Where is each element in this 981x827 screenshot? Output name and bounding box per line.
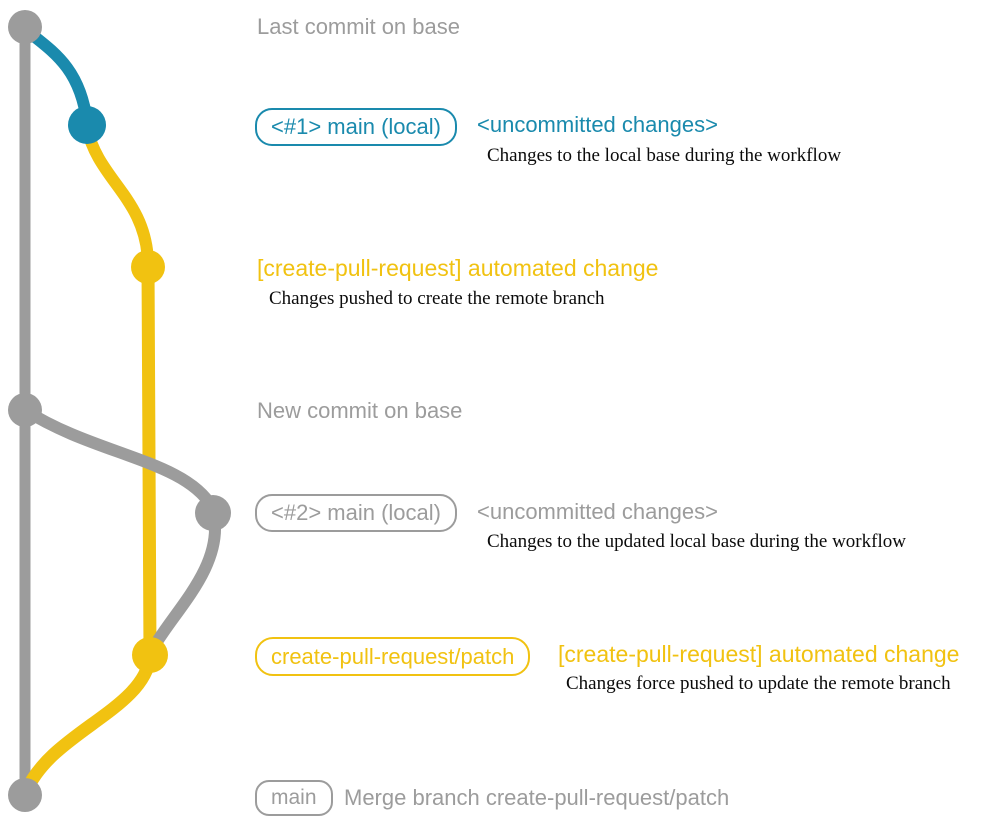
note-local-base-changes: Changes to the local base during the wor… [487, 145, 842, 166]
commit-dot-last-base [8, 10, 42, 44]
branch-badge-main-local-1: <#1> main (local) [255, 108, 457, 146]
patch-branch-edge-2 [19, 650, 157, 799]
commit-dot-main-local-2 [195, 495, 231, 531]
commit-message-automated-1: [create-pull-request] automated change [257, 255, 659, 281]
git-graph [8, 10, 231, 812]
commit-message-automated-2: [create-pull-request] automated change [558, 641, 960, 667]
note-force-pushed-update-remote: Changes force pushed to update the remot… [566, 673, 951, 694]
teal-branch-edge [19, 23, 93, 128]
status-uncommitted-changes-2: <uncommitted changes> [477, 499, 718, 524]
status-uncommitted-changes-1: <uncommitted changes> [477, 112, 718, 137]
patch-branch-edge-1 [81, 122, 154, 268]
base-rebase-edge [19, 404, 218, 513]
branch-badge-main: main [255, 780, 333, 816]
note-updated-local-base-changes: Changes to the updated local base during… [487, 531, 906, 552]
commit-dot-automated-2 [132, 637, 168, 673]
base-to-patch-edge [146, 510, 222, 656]
label-last-commit-on-base: Last commit on base [257, 14, 460, 39]
branch-badge-main-local-2: <#2> main (local) [255, 494, 457, 532]
commit-dot-main-local-1 [68, 106, 106, 144]
commit-dot-automated-1 [131, 250, 165, 284]
commit-dot-new-base [8, 393, 42, 427]
branch-badge-create-pull-request-patch: create-pull-request/patch [255, 637, 531, 676]
label-merge-branch: Merge branch create-pull-request/patch [344, 785, 730, 810]
branch-badge-main-local-1-text: <#1> main (local) [271, 114, 441, 139]
label-new-commit-on-base: New commit on base [257, 398, 463, 423]
commit-dot-merge [8, 778, 42, 812]
branch-badge-main-local-2-text: <#2> main (local) [271, 500, 441, 525]
branch-badge-create-pull-request-patch-text: create-pull-request/patch [271, 643, 515, 669]
note-pushed-create-remote: Changes pushed to create the remote bran… [269, 288, 605, 309]
branch-badge-main-text: main [271, 786, 317, 809]
